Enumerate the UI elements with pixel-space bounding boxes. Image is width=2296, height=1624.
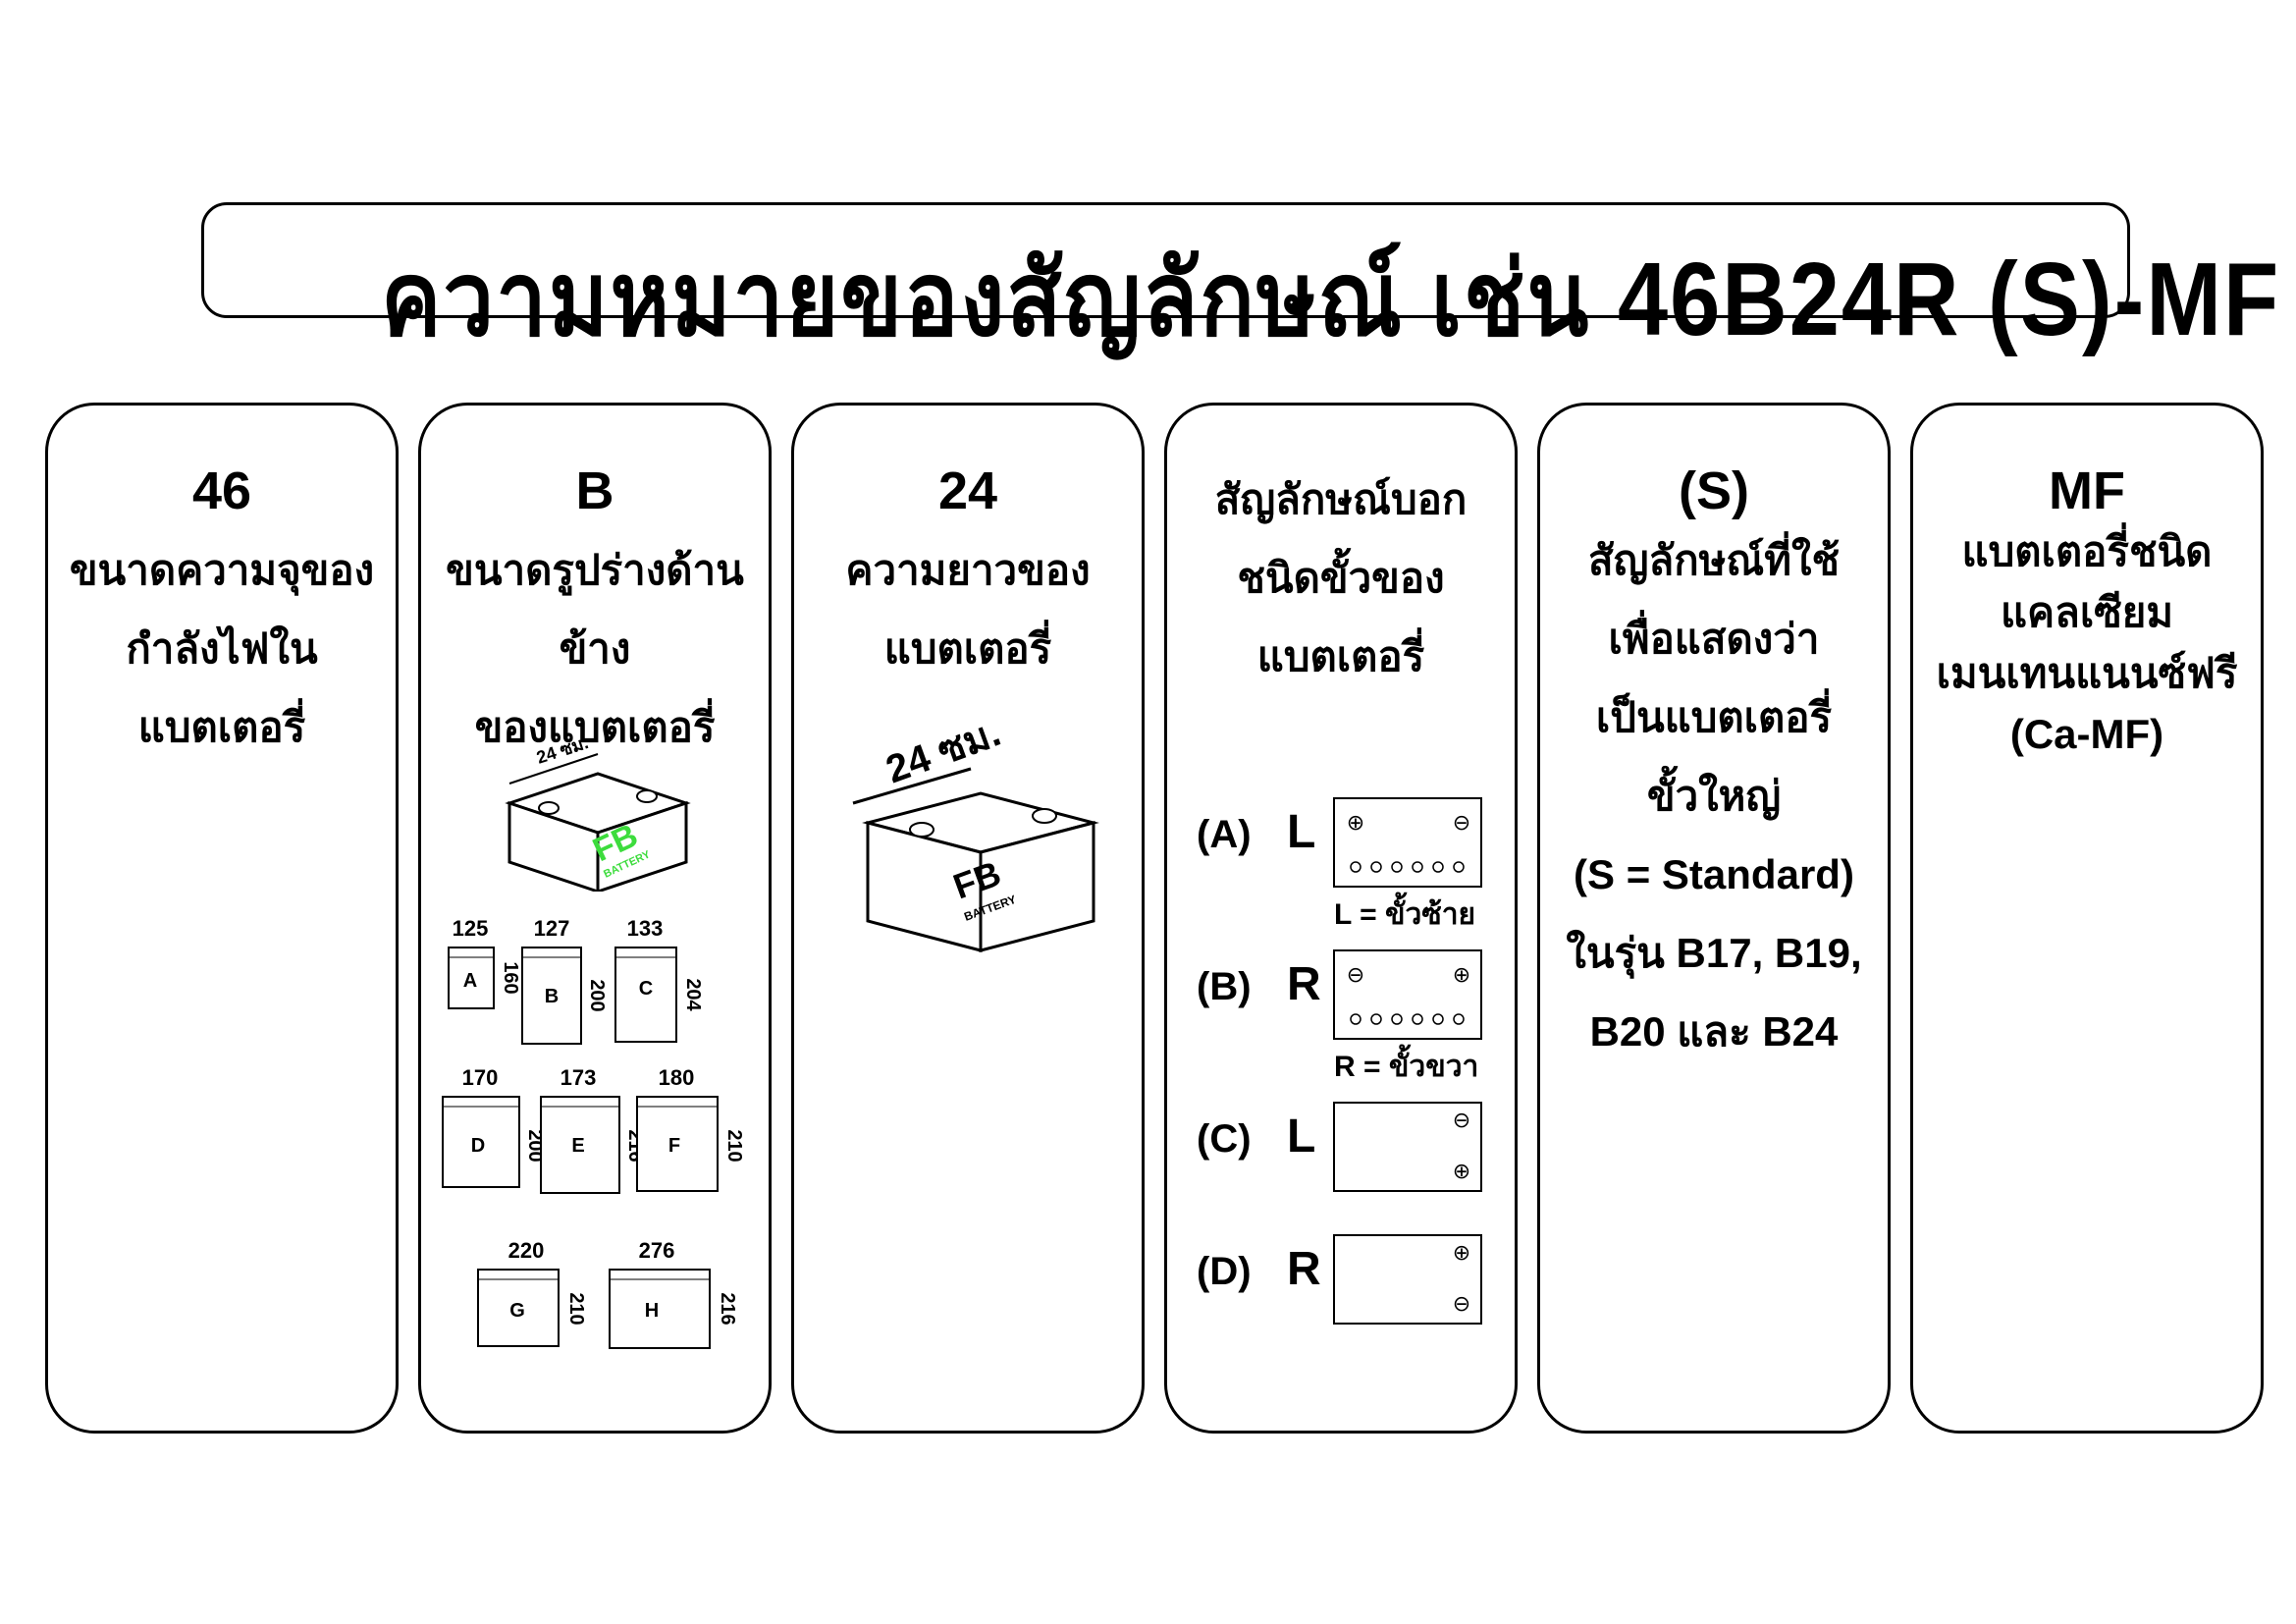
- size-letter: A: [463, 970, 477, 992]
- battery-length-illustration: 24 ซม. FB BATTERY: [852, 725, 1099, 952]
- card-line: ความยาวของ: [845, 547, 1091, 593]
- card-line: (Ca-MF): [2009, 711, 2164, 757]
- terminal-code: (B): [1197, 965, 1252, 1008]
- plus-icon: ⊕: [1453, 962, 1470, 987]
- size-height: 210: [565, 1292, 587, 1325]
- size-width: 220: [508, 1238, 545, 1263]
- card-line: แคลเซียม: [2000, 589, 2174, 635]
- card-line: สัญลักษณ์ที่ใช้: [1588, 537, 1840, 583]
- size-box-d: [442, 1096, 520, 1188]
- card-line: แบตเตอรี่ชนิด: [1961, 528, 2213, 574]
- terminal-note: L = ขั้วซ้าย: [1334, 892, 1475, 931]
- card-head: (S): [1679, 461, 1749, 520]
- size-height: 160: [500, 961, 521, 994]
- size-letter: B: [545, 986, 559, 1007]
- size-width: 133: [627, 916, 664, 941]
- size-width: 276: [639, 1238, 675, 1263]
- card-line: แบตเตอรี่: [1256, 633, 1425, 679]
- size-letter: F: [668, 1135, 680, 1157]
- terminal-side: L: [1287, 1110, 1315, 1163]
- card-line: แบตเตอรี่: [137, 704, 306, 750]
- cell-caps: [1350, 861, 1465, 873]
- terminal-box-b: [1333, 949, 1482, 1040]
- title-box: ความหมายของสัญลักษณ์ เช่น 46B24R (S)-MF: [201, 202, 2278, 357]
- minus-icon: ⊖: [1453, 810, 1470, 835]
- length-label: 24 ซม.: [881, 725, 1006, 791]
- size-width: 173: [561, 1065, 597, 1090]
- card-shape: B ขนาดรูปร่างด้านข้าง ของแบตเตอรี่ 24 ซม…: [418, 403, 772, 1434]
- size-box-g: [477, 1269, 560, 1347]
- terminal-code: (D): [1197, 1250, 1252, 1293]
- terminal-side: L: [1287, 806, 1315, 858]
- size-letter: C: [639, 978, 653, 1000]
- card-line: เป็นแบตเตอรี่: [1595, 694, 1833, 740]
- size-height: 216: [717, 1292, 738, 1325]
- size-width: 180: [659, 1065, 695, 1090]
- page-title: ความหมายของสัญลักษณ์ เช่น 46B24R (S)-MF: [381, 242, 2281, 357]
- card-capacity: 46 ขนาดความจุของ กำลังไฟใน แบตเตอรี่: [45, 403, 399, 1434]
- card-line: แบตเตอรี่: [883, 625, 1052, 672]
- card-line: (S = Standard): [1574, 851, 1854, 897]
- card-line: เมนเทนแนนซ์ฟรี: [1936, 650, 2238, 696]
- size-height: 204: [682, 978, 704, 1011]
- minus-icon: ⊖: [1347, 962, 1364, 987]
- plus-icon: ⊕: [1453, 1240, 1470, 1265]
- terminal-diagram: (A) L ⊕ ⊖ L = ขั้วซ้าย (B) R ⊖ ⊕ R = ขั้…: [1197, 797, 1482, 1325]
- minus-icon: ⊖: [1453, 1108, 1470, 1132]
- cell-caps: [1350, 1013, 1465, 1025]
- plus-icon: ⊕: [1347, 810, 1364, 835]
- card-standard: (S) สัญลักษณ์ที่ใช้ เพื่อแสดงว่า เป็นแบต…: [1537, 403, 1891, 1434]
- card-line: ขั้วใหญ่: [1646, 773, 1782, 819]
- size-width: 127: [534, 916, 570, 941]
- size-letter: E: [571, 1135, 584, 1157]
- size-box-h: [609, 1269, 711, 1349]
- card-head: MF: [2049, 461, 2125, 520]
- card-line: B20 และ B24: [1589, 1008, 1839, 1055]
- card-length: 24 ความยาวของ แบตเตอรี่ 24 ซม. FB BATTER…: [791, 403, 1145, 1434]
- card-line: ชนิดขั้วของ: [1237, 555, 1445, 601]
- battery-illustration: 24 ซม. FB BATTERY: [505, 732, 691, 892]
- size-chart: 125 A 160 127 B 200 133 C 204 170 D 200 …: [442, 916, 745, 1349]
- card-head: 46: [191, 461, 252, 520]
- size-box-b: [521, 947, 582, 1045]
- card-line: ในรุ่น B17, B19,: [1566, 930, 1862, 976]
- card-terminals: สัญลักษณ์บอก ชนิดขั้วของ แบตเตอรี่ (A) L…: [1164, 403, 1518, 1434]
- minus-icon: ⊖: [1453, 1291, 1470, 1316]
- card-line: ของแบตเตอรี่: [474, 704, 716, 750]
- terminal-code: (C): [1197, 1117, 1252, 1161]
- card-line: กำลังไฟใน: [126, 625, 318, 672]
- size-box-e: [540, 1096, 620, 1194]
- length-label: 24 ซม.: [534, 732, 591, 768]
- size-letter: G: [509, 1300, 525, 1322]
- terminal-side: R: [1287, 1243, 1321, 1295]
- terminal-code: (A): [1197, 813, 1252, 856]
- plus-icon: ⊕: [1453, 1159, 1470, 1183]
- card-head: B: [575, 461, 614, 520]
- terminal-box-c: [1333, 1102, 1482, 1192]
- size-height: 200: [586, 979, 608, 1011]
- terminal-side: R: [1287, 958, 1321, 1010]
- size-box-c: [614, 947, 677, 1043]
- terminal-note: R = ขั้วขวา: [1334, 1044, 1478, 1083]
- card-mf: MF แบตเตอรี่ชนิด แคลเซียม เมนเทนแนนซ์ฟรี…: [1910, 403, 2264, 1434]
- card-head: 24: [937, 461, 998, 520]
- size-letter: H: [645, 1300, 659, 1322]
- terminal-box-d: [1333, 1234, 1482, 1325]
- size-letter: D: [471, 1135, 485, 1157]
- card-line: เพื่อแสดงว่า: [1608, 616, 1820, 662]
- card-line: ขนาดรูปร่างด้านข้าง: [446, 547, 744, 672]
- size-width: 125: [453, 916, 489, 941]
- card-line: ขนาดความจุของ: [69, 547, 375, 593]
- size-box-f: [636, 1096, 719, 1192]
- size-height: 210: [723, 1129, 745, 1162]
- card-line: สัญลักษณ์บอก: [1214, 476, 1468, 522]
- size-width: 170: [462, 1065, 499, 1090]
